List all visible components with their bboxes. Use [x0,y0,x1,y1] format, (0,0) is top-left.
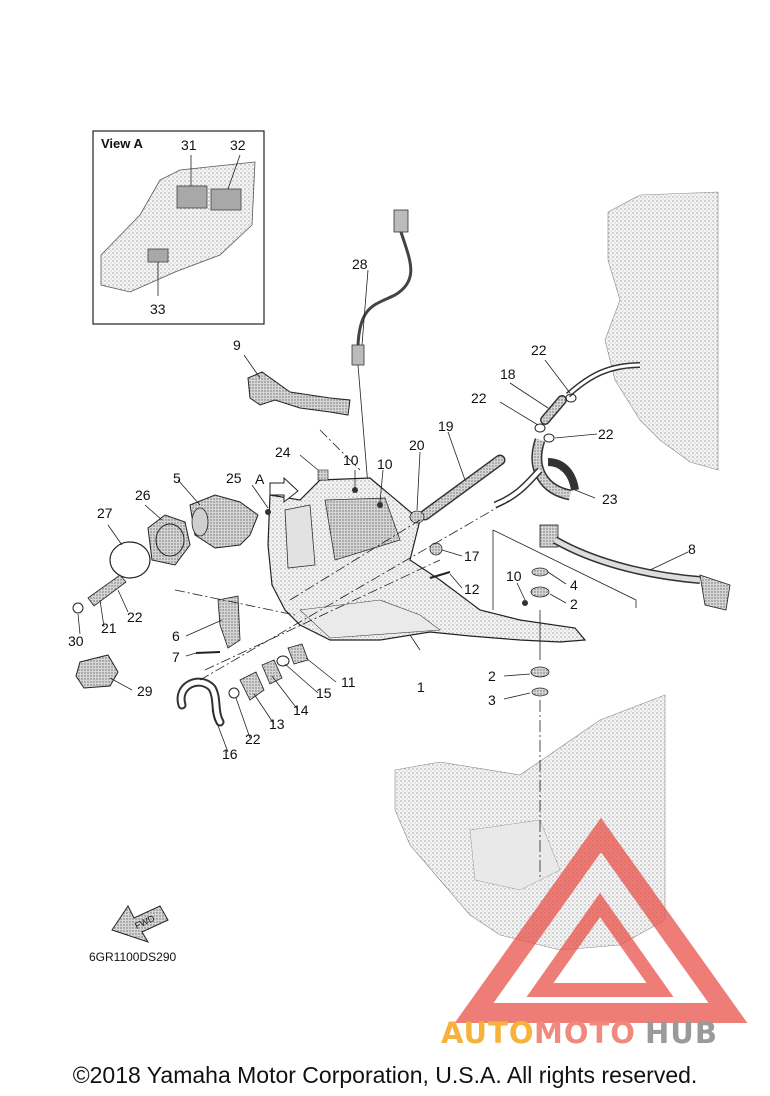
callout-22: 22 [598,426,614,442]
washers-2-3-4 [530,567,550,880]
callout-17: 17 [464,548,480,564]
part-7-bolt [195,651,221,654]
drawing-code: 6GR1100DS290 [89,950,176,964]
part-21-nipple [87,574,127,607]
fittings-row [228,643,309,701]
callout-12: 12 [464,581,480,597]
part-19-hose [419,454,506,521]
copyright-notice: ©2018 Yamaha Motor Corporation, U.S.A. A… [72,1062,698,1088]
oil-pan-lower [394,694,666,951]
callout-33: 33 [150,301,166,317]
leader-lines [77,359,689,753]
callout-7: 7 [172,649,180,665]
callout-10: 10 [506,568,522,584]
part-6-plate [217,595,241,649]
callouts: 1 2 2 3 4 5 6 7 8 9 10 10 10 11 12 13 14… [68,256,696,762]
callout-27: 27 [97,505,113,521]
part-5-motor [177,479,259,549]
bolts-10-24-25 [265,469,528,606]
label-33-plate [147,248,169,263]
part-30-clip [72,602,84,614]
part-26-ring [144,504,191,566]
callout-2: 2 [570,596,578,612]
callout-30: 30 [68,633,84,649]
view-a-title: View A [101,136,144,151]
engine-block-upper [604,191,719,471]
logo-text-auto: AUTO [441,1016,535,1050]
callout-11: 11 [341,674,356,690]
callout-22: 22 [127,609,143,625]
automotohub-logo: AUTO MOTO HUB [441,817,748,1050]
part-20-clip [409,510,425,524]
callout-9: 9 [233,337,241,353]
callout-14: 14 [293,702,309,718]
part-28-harness [351,209,413,511]
part-8-cable [539,524,731,611]
callout-10: 10 [343,452,359,468]
callout-2: 2 [488,668,496,684]
callout-20: 20 [409,437,425,453]
callout-32: 32 [230,137,246,153]
part-22-hose-left [493,467,543,509]
callout-13: 13 [269,716,285,732]
view-a-inset: View A 31 32 33 [92,130,265,325]
part-12-bolt [429,571,451,579]
callout-1: 1 [417,679,425,695]
callout-22: 22 [245,731,261,747]
part-17-clip [429,542,443,556]
part-16-hose [176,677,225,727]
callout-21: 21 [101,620,117,636]
part-29-connector [75,654,119,689]
callout-10: 10 [377,456,393,472]
part-23-hose [531,438,579,501]
part-18-hose [540,362,641,425]
callout-18: 18 [500,366,516,382]
part-27-clamp [107,524,151,579]
logo-text-hub: HUB [645,1016,718,1050]
logo-text-moto: MOTO [534,1016,636,1050]
label-32-plate [210,188,242,211]
clips-22 [534,393,577,443]
part-9-bracket [243,354,351,416]
callout-5: 5 [173,470,181,486]
callout-6: 6 [172,628,180,644]
callout-23: 23 [602,491,618,507]
callout-26: 26 [135,487,151,503]
callout-22: 22 [471,390,487,406]
callout-4: 4 [570,577,578,593]
callout-22: 22 [531,342,547,358]
callout-31: 31 [181,137,197,153]
fwd-arrow: FWD [111,905,169,943]
callout-16: 16 [222,746,238,762]
callout-24: 24 [275,444,291,460]
callout-25: 25 [226,470,242,486]
callout-15: 15 [316,685,332,701]
callout-29: 29 [137,683,153,699]
view-a-arrow [269,476,299,504]
callout-a: A [255,471,265,487]
label-31-plate [176,185,208,209]
callout-19: 19 [438,418,454,434]
callout-8: 8 [688,541,696,557]
part-1-lower-cowling-bracket [267,477,587,651]
callout-3: 3 [488,692,496,708]
callout-28: 28 [352,256,368,272]
